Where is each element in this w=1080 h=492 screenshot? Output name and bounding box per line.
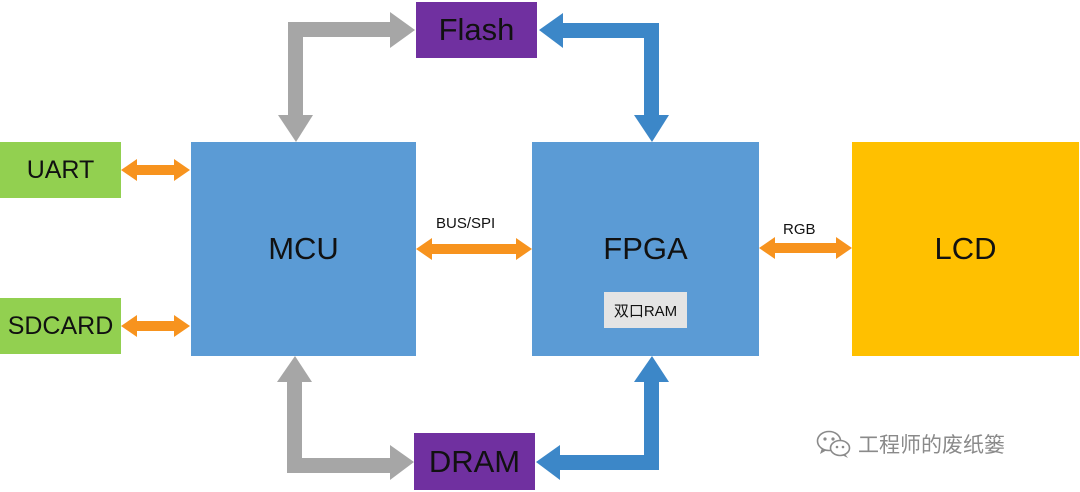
flash-label: Flash <box>438 12 515 47</box>
sdcard-mcu-arrow <box>121 315 190 337</box>
watermark-text: 工程师的废纸篓 <box>858 434 1005 457</box>
rgb-label: RGB <box>783 221 816 238</box>
dual-port-ram-block: 双口RAM <box>604 292 687 328</box>
flash-fpga-arrow <box>539 13 669 142</box>
watermark: 工程师的废纸篓 <box>816 429 1005 459</box>
mcu-dram-arrow <box>277 356 414 480</box>
bus-spi-label: BUS/SPI <box>436 215 496 232</box>
fpga-lcd-arrow <box>759 237 852 259</box>
fpga-label: FPGA <box>603 231 688 266</box>
mcu-flash-arrow <box>278 12 415 142</box>
uart-block: UART <box>0 142 121 198</box>
uart-label: UART <box>26 155 95 184</box>
uart-mcu-arrow <box>121 159 190 181</box>
sdcard-block: SDCARD <box>0 298 121 354</box>
dram-label: DRAM <box>428 443 521 479</box>
flash-block: Flash <box>416 2 537 58</box>
mcu-label: MCU <box>268 231 339 266</box>
sdcard-label: SDCARD <box>7 311 114 340</box>
dram-block: DRAM <box>414 433 535 490</box>
lcd-label: LCD <box>934 231 997 266</box>
lcd-block: LCD <box>852 142 1079 356</box>
mcu-fpga-arrow <box>416 238 532 260</box>
wechat-icon <box>816 430 851 458</box>
dram-fpga-arrow <box>536 356 669 480</box>
mcu-block: MCU <box>191 142 416 356</box>
dual-port-ram-label: 双口RAM <box>613 302 678 320</box>
